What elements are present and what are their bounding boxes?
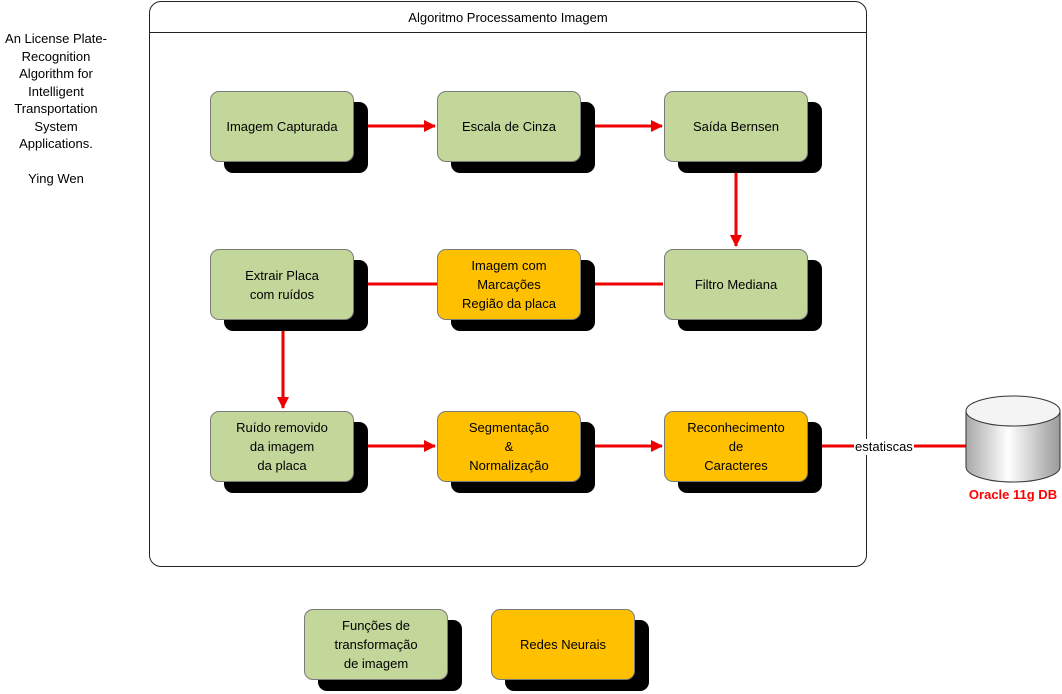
node-escala-de-cinza: Escala de Cinza (437, 91, 581, 162)
node-imagem-marcacoes: Imagem com Marcações Região da placa (437, 249, 581, 320)
side-note-line: Algorithm for (19, 66, 93, 81)
node-filtro-mediana: Filtro Mediana (664, 249, 808, 320)
side-note-line: Applications. (19, 136, 93, 151)
side-note-line: Transportation (14, 101, 98, 116)
statistics-label: estatiscas (854, 439, 914, 455)
side-note-author: Ying Wen (28, 171, 84, 186)
side-note-line: Recognition (21, 48, 91, 64)
side-note-line: Intelligent (28, 83, 84, 99)
node-extrair-placa: Extrair Placa com ruídos (210, 249, 354, 320)
side-note-line: An License Plate- (5, 31, 107, 46)
node-imagem-capturada: Imagem Capturada (210, 91, 354, 162)
database-label: Oracle 11g DB (968, 487, 1058, 502)
node-ruido-removido: Ruído removido da imagem da placa (210, 411, 354, 482)
node-reconhecimento: Reconhecimento de Caracteres (664, 411, 808, 482)
side-note-line: System (34, 118, 78, 134)
legend-funcoes-transformacao: Funções de transformação de imagem (304, 609, 448, 680)
database-icon (965, 395, 1061, 483)
node-segmentacao: Segmentação & Normalização (437, 411, 581, 482)
node-saida-bernsen: Saída Bernsen (664, 91, 808, 162)
frame-title: Algoritmo Processamento Imagem (150, 2, 866, 33)
algorithm-frame: Algoritmo Processamento Imagem (149, 1, 867, 567)
side-note: An License Plate- Recognition Algorithm … (0, 30, 112, 188)
legend-redes-neurais: Redes Neurais (491, 609, 635, 680)
